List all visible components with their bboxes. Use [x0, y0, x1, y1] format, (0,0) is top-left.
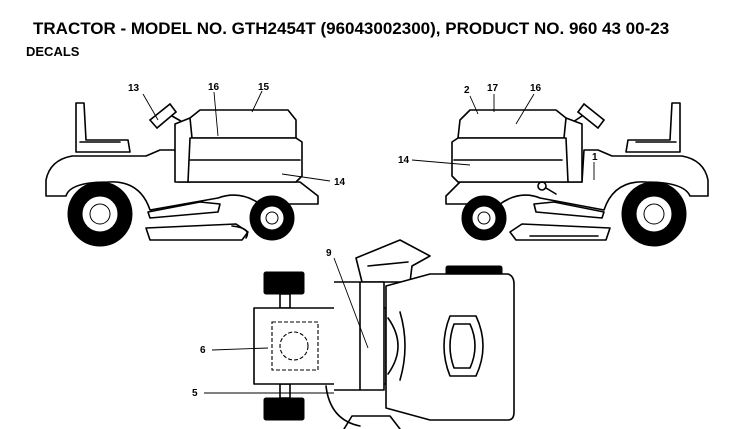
ignition-key: [537, 181, 547, 191]
callout-16: 16: [208, 82, 220, 93]
decal-6-outline: [271, 321, 319, 371]
rear-wheel-top: [263, 271, 305, 295]
tractor-top-view: 9 6 5: [192, 239, 515, 429]
seat: [625, 102, 681, 153]
mower-deck-top: [325, 385, 361, 427]
callout-15: 15: [258, 82, 270, 93]
callout-13: 13: [128, 83, 140, 94]
callout-6: 6: [200, 345, 206, 356]
callout-2: 2: [464, 85, 470, 96]
callout-5: 5: [192, 388, 198, 399]
callout-14: 14: [398, 155, 410, 166]
seat: [75, 102, 131, 153]
dash-shroud: [355, 239, 431, 283]
hood: [457, 109, 567, 139]
page-title: TRACTOR - MODEL NO. GTH2454T (9604300230…: [33, 19, 670, 38]
steering-wheel: [583, 103, 605, 121]
section-subtitle: DECALS: [26, 44, 80, 59]
mower-deck: [509, 223, 611, 241]
callout-14: 14: [334, 177, 346, 188]
rear-wheel-bottom: [263, 397, 305, 421]
mower-deck: [145, 223, 249, 241]
tractor-right-side-view: 2 17 16 14 1: [398, 83, 709, 247]
callout-16: 16: [530, 83, 542, 94]
callout-17: 17: [487, 83, 499, 94]
hood: [189, 109, 297, 139]
steering-wheel: [149, 103, 171, 121]
callout-9: 9: [326, 248, 332, 259]
tractor-left-side-view: 13 16 15 14: [45, 82, 346, 247]
callout-1: 1: [592, 152, 598, 163]
